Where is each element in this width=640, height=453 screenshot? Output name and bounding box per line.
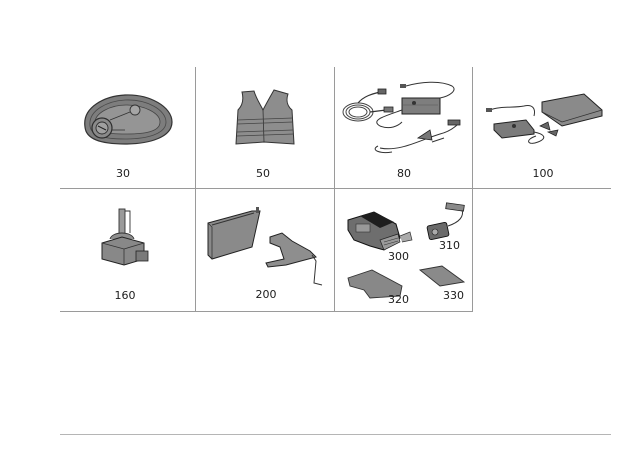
grid-divider <box>60 311 472 312</box>
grid-divider <box>195 67 196 312</box>
tow-rope-illustration <box>80 92 175 147</box>
grid-divider <box>334 67 335 312</box>
sensor-harness-illustration <box>426 202 470 242</box>
cover-plate-small-illustration <box>418 264 466 290</box>
grid-divider <box>472 67 473 312</box>
part-number-label: 320 <box>388 293 409 306</box>
part-number-label: 30 <box>116 167 130 180</box>
part-number-label: 200 <box>255 288 277 301</box>
jack-and-case-illustration <box>206 207 326 287</box>
xenon-bulb-illustration <box>100 205 152 273</box>
charger-with-case-illustration <box>484 90 604 150</box>
part-number-label: 80 <box>397 167 411 180</box>
grid-divider <box>60 188 611 189</box>
part-number-label: 330 <box>443 289 464 302</box>
battery-charger-kit-illustration <box>340 78 465 160</box>
footer-rule <box>60 434 611 435</box>
part-number-label: 160 <box>114 289 136 302</box>
control-module-illustration <box>344 210 414 258</box>
part-number-label: 310 <box>439 239 460 252</box>
cover-plate-large-illustration <box>346 268 406 300</box>
safety-vest-illustration <box>232 88 296 146</box>
part-number-label: 300 <box>388 250 409 263</box>
part-number-label: 50 <box>256 167 270 180</box>
part-number-label: 100 <box>532 167 554 180</box>
